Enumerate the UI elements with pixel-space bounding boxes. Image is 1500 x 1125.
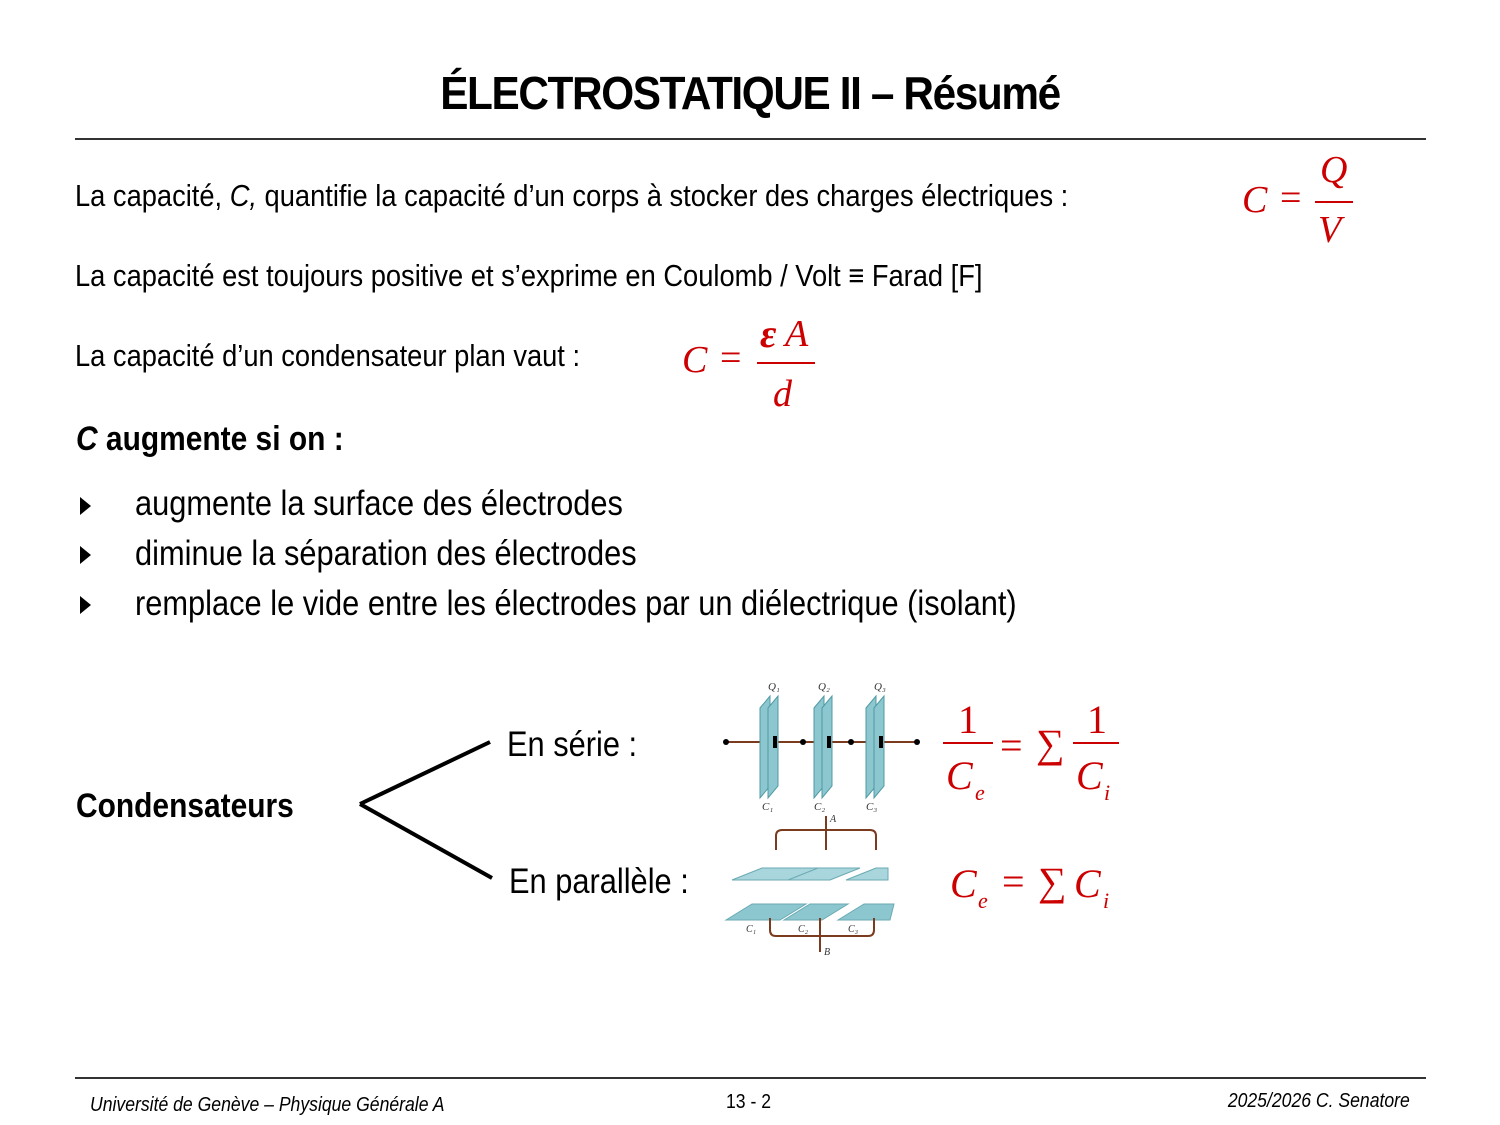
definition-text: La capacité, [75,178,230,213]
variable-c: C [76,420,98,458]
subscript: e [978,888,988,913]
title-divider [75,138,1426,140]
formula-eq: = [1280,177,1302,219]
svg-text:A: A [829,814,837,825]
bullet-icon [80,546,91,564]
footer-institution: Université de Genève – Physique Générale… [90,1094,445,1116]
footer-divider [75,1077,1426,1079]
formula-eq: = [1000,723,1023,768]
svg-text:Q₂: Q₂ [818,681,830,693]
area-symbol: A [785,313,809,355]
formula-numerator: 1 [1087,697,1107,742]
fraction-bar [1315,201,1353,203]
svg-text:C₃: C₃ [866,801,877,813]
subscript: e [975,780,985,805]
formula-eq: = [720,337,742,379]
formula-lhs: C [1242,179,1268,221]
formula-lhs: C [950,861,977,906]
subscript: i [1103,888,1110,913]
bullet-icon [80,596,91,614]
list-item: diminue la séparation des électrodes [135,534,637,573]
svg-text:C₃: C₃ [848,924,859,935]
svg-text:Q₁: Q₁ [768,681,780,693]
svg-text:C₁: C₁ [746,924,756,935]
fraction-bar [1073,742,1119,744]
parallel-label: En parallèle : [509,862,689,901]
sigma-symbol: ∑ [1036,721,1065,766]
list-item: augmente la surface des électrodes [135,484,623,523]
fraction-bar [757,362,815,364]
page-number: 13 - 2 [726,1091,772,1113]
formula-lhs: C [682,339,708,381]
fraction-bar [943,742,993,744]
definition-line: La capacité, C, quantifie la capacité d’… [75,178,1068,214]
footer-author: 2025/2026 C. Senatore [1227,1090,1410,1112]
subscript: i [1104,780,1111,805]
epsilon-symbol: ε [760,311,777,356]
variable-c: C, [229,178,257,213]
branch-lines [359,740,493,880]
svg-text:Q₃: Q₃ [874,681,886,693]
formula-denominator: C [946,753,973,798]
svg-text:B: B [824,947,830,957]
increase-heading: C augmente si on : [76,420,344,459]
sigma-symbol: ∑ [1038,859,1067,904]
heading-text: augmente si on : [97,420,344,458]
condensateurs-label: Condensateurs [76,787,294,825]
svg-text:C₁: C₁ [762,801,773,813]
slide-title: ÉLECTROSTATIQUE II – Résumé [440,67,1061,119]
unit-line: La capacité est toujours positive et s’e… [75,258,983,293]
formula-denominator: V [1318,209,1342,251]
formula-numerator: Q [1320,149,1348,191]
formula-denominator: C [1076,753,1103,798]
svg-text:C₂: C₂ [798,924,809,935]
list-item: remplace le vide entre les électrodes pa… [135,584,1017,623]
bullet-icon [80,497,91,515]
series-label: En série : [507,725,638,764]
formula-rhs: C [1074,861,1101,906]
formula-numerator: 1 [958,697,978,742]
series-capacitor-figure: Q₁ Q₂ Q₃ C₁ C₂ C₃ [723,681,920,813]
plane-capacitor-line: La capacité d’un condensateur plan vaut … [75,338,581,373]
formula-eq: = [1002,859,1025,904]
parallel-capacitor-figure: A B C₁ C₂ C₃ [724,814,895,957]
formula-denominator: d [773,373,792,415]
definition-text-end: quantifie la capacité d’un corps à stock… [256,178,1069,213]
svg-text:C₂: C₂ [814,801,825,813]
